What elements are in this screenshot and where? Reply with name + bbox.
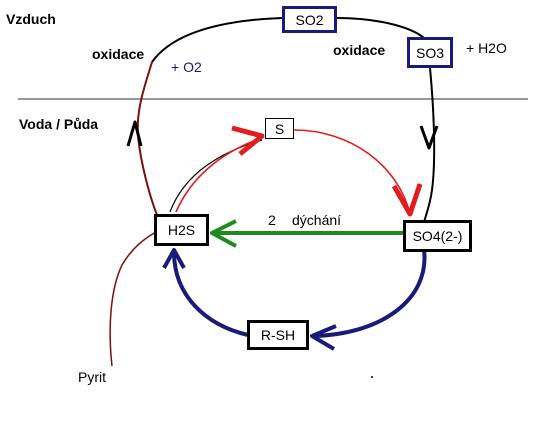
plus-h2o-label: + H2O [466, 40, 507, 56]
plus-o2-label: + O2 [171, 59, 202, 75]
respiration-green-arrowhead [210, 219, 237, 248]
oxidation-right-label: oxidace [333, 42, 386, 58]
so2-to-so3-arc [336, 17, 427, 41]
water-soil-zone-label: Voda / Půda [19, 116, 99, 132]
s-label: S [274, 120, 285, 137]
respiration-label: dýchání [292, 212, 342, 228]
h2s-navy-arrowhead [162, 248, 186, 269]
so4-red-arrowhead [391, 183, 423, 217]
pyrite-label: Pyrit [78, 369, 106, 385]
air-zone-label: Vzduch [6, 11, 56, 27]
rsh-label: R-SH [260, 327, 296, 343]
h2s-to-s-red-line [175, 137, 263, 213]
s-box: S [265, 118, 294, 139]
oxidation-left-label: oxidace [92, 46, 145, 62]
so4-to-rsh-navy-arc [311, 249, 427, 338]
so2-box: SO2 [282, 6, 337, 33]
h2s-box: H2S [154, 214, 209, 246]
so3-box: SO3 [407, 37, 453, 68]
h2s-label: H2S [167, 222, 196, 238]
respiration-number-label: 2 [268, 212, 276, 228]
so3-label: SO3 [415, 44, 444, 61]
h2s-to-s-thin-line [169, 139, 263, 213]
so3-to-so4-line [423, 67, 436, 223]
rsh-box: R-SH [247, 320, 309, 350]
rsh-navy-arrowhead [310, 324, 337, 351]
oxidation-to-so2-arc [151, 17, 283, 63]
rsh-to-h2s-navy-arc [172, 251, 249, 337]
right-down-arrowhead [419, 125, 439, 150]
left-up-arrowhead [126, 120, 143, 147]
pyrite-to-h2s-line [109, 231, 157, 367]
s-to-so4-red-line [293, 129, 411, 215]
so4-label: SO4(2-) [412, 228, 463, 244]
so2-label: SO2 [295, 11, 324, 28]
so4-box: SO4(2-) [403, 220, 472, 252]
s-red-arrowhead [231, 125, 265, 156]
stray-dot [371, 376, 373, 378]
